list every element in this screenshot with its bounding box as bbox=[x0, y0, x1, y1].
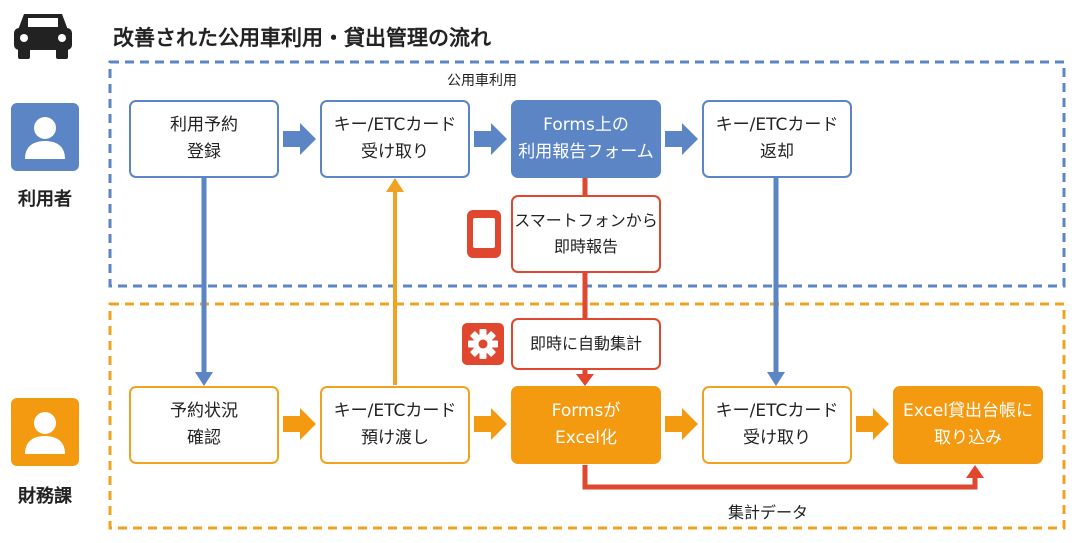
user-zone-label: 公用車利用 bbox=[447, 73, 517, 89]
arrow-receive-to-forms bbox=[474, 123, 507, 155]
forms-to-excel-arrowhead bbox=[576, 374, 594, 386]
arrow-receive-to-ledger bbox=[856, 408, 889, 440]
node-key-receive-finance: キー/ETCカード 受け取り bbox=[702, 386, 852, 464]
aggregate-data-arrowhead bbox=[966, 465, 984, 478]
handover-to-receive-arrowhead bbox=[386, 178, 404, 192]
node-smartphone-report: スマートフォンから 即時報告 bbox=[511, 195, 661, 273]
arrow-excel-to-receive bbox=[665, 408, 698, 440]
person-icon bbox=[11, 398, 79, 466]
node-reserve: 利用予約 登録 bbox=[129, 100, 279, 178]
car-icon bbox=[12, 10, 74, 60]
arrow-forms-to-return bbox=[665, 123, 698, 155]
node-forms-report: Forms上の 利用報告フォーム bbox=[511, 100, 661, 178]
role-user-label: 利用者 bbox=[18, 189, 72, 210]
node-key-return: キー/ETCカード 返却 bbox=[702, 100, 852, 178]
node-key-receive-user: キー/ETCカード 受け取り bbox=[320, 100, 470, 178]
node-forms-excel: Formsが Excel化 bbox=[511, 386, 661, 464]
node-excel-ledger: Excel貸出台帳に 取り込み bbox=[893, 386, 1043, 464]
node-reserve-check: 予約状況 確認 bbox=[129, 386, 279, 464]
smartphone-icon bbox=[467, 210, 501, 258]
node-auto-aggregate: 即時に自動集計 bbox=[511, 318, 661, 370]
aggregate-data-label: 集計データ bbox=[728, 503, 809, 522]
node-key-handover: キー/ETCカード 預け渡し bbox=[320, 386, 470, 464]
person-icon bbox=[11, 103, 79, 171]
finance-zone-border bbox=[108, 302, 1066, 530]
aggregate-data-connector bbox=[582, 465, 978, 490]
arrow-reserve-to-receive bbox=[283, 123, 316, 155]
return-to-receive-arrowhead bbox=[767, 372, 785, 386]
diagram-title: 改善された公用車利用・貸出管理の流れ bbox=[113, 26, 491, 50]
reserve-to-check-arrowhead bbox=[195, 372, 213, 386]
arrow-handover-to-excel bbox=[474, 408, 507, 440]
arrow-check-to-handover bbox=[283, 408, 316, 440]
role-finance-label: 財務課 bbox=[18, 486, 72, 507]
gear-icon bbox=[462, 323, 504, 365]
